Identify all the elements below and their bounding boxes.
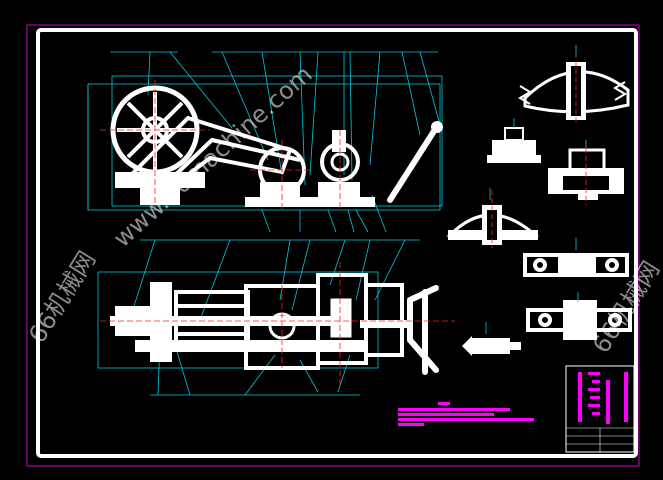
drawing-frame [36, 28, 638, 458]
elevation-base [115, 172, 375, 207]
detail-cover [446, 190, 539, 248]
plan-centerlines [100, 262, 455, 385]
technical-notes [398, 402, 534, 426]
detail-bracket-left [487, 127, 541, 163]
handwheel [407, 285, 439, 375]
plan-pulley [268, 298, 352, 340]
title-block [565, 365, 635, 453]
outer-border [26, 24, 640, 467]
elevation-centerlines [100, 80, 341, 210]
detail-small-shaft [462, 336, 521, 356]
detail-wheel-section [518, 45, 630, 125]
elevation-dimensions [87, 51, 443, 233]
detail-views [446, 45, 632, 356]
detail-rod-2 [526, 300, 632, 340]
plan-view [97, 239, 455, 396]
lever-arm [387, 121, 443, 203]
detail-bearing-right [548, 140, 624, 205]
detail-rod-1 [523, 253, 629, 277]
detail-dimensions [485, 45, 587, 334]
elevation-view [87, 51, 443, 233]
